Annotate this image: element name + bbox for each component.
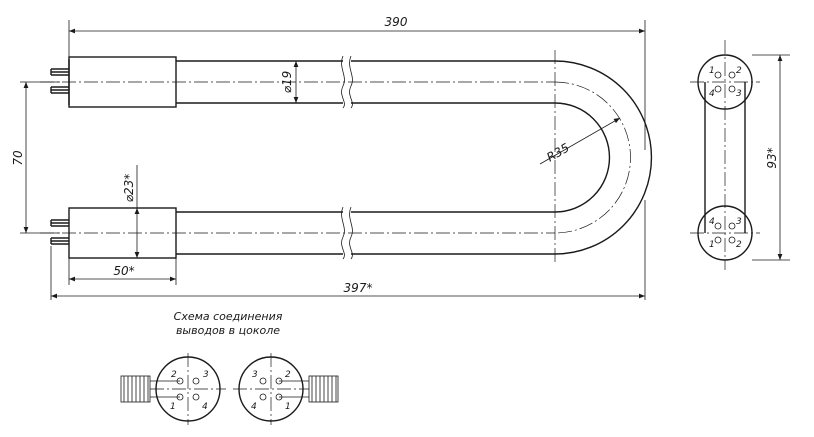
svg-text:2: 2 bbox=[736, 66, 742, 76]
dimension-pin-spacing-label: 70 bbox=[11, 150, 25, 166]
svg-text:1: 1 bbox=[285, 402, 291, 412]
svg-text:1: 1 bbox=[709, 240, 715, 250]
dimension-overall-top: 390 bbox=[68, 15, 646, 150]
svg-text:4: 4 bbox=[709, 217, 715, 227]
top-pins bbox=[50, 68, 69, 94]
connection-scheme: Схема соединения выводов в цоколе 2 3 1 … bbox=[120, 310, 339, 425]
svg-text:3: 3 bbox=[252, 370, 258, 380]
scheme-left-socket: 2 3 1 4 bbox=[120, 353, 226, 425]
left-filament-coil-icon bbox=[120, 375, 151, 403]
svg-text:1: 1 bbox=[170, 402, 176, 412]
dimension-tube-diameter-label: ⌀19 bbox=[280, 71, 294, 94]
svg-text:1: 1 bbox=[709, 66, 715, 76]
svg-text:4: 4 bbox=[251, 402, 257, 412]
scheme-caption-line2: выводов в цоколе bbox=[176, 324, 280, 337]
scheme-caption-line1: Схема соединения bbox=[174, 310, 283, 323]
svg-text:3: 3 bbox=[736, 89, 742, 99]
dimension-base-diameter-label: ⌀23* bbox=[122, 174, 136, 203]
svg-text:3: 3 bbox=[203, 370, 209, 380]
dimension-tube-diameter: ⌀19 bbox=[280, 61, 299, 103]
side-bottom-pins: 4 3 1 2 bbox=[709, 217, 742, 250]
top-tube bbox=[176, 55, 555, 109]
side-top-pins: 1 2 4 3 bbox=[709, 66, 742, 99]
dimension-base-diameter: ⌀23* bbox=[122, 165, 140, 258]
right-filament-coil-icon bbox=[308, 375, 339, 403]
dimension-base-length-label: 50* bbox=[113, 264, 134, 278]
bottom-tube bbox=[176, 206, 555, 260]
side-top-base-circle bbox=[697, 54, 753, 110]
svg-text:3: 3 bbox=[736, 217, 742, 227]
dimension-bend-radius: R35 bbox=[539, 117, 621, 165]
u-bend bbox=[554, 60, 653, 255]
svg-text:2: 2 bbox=[285, 370, 291, 380]
dimension-overall-top-label: 390 bbox=[385, 15, 408, 29]
svg-text:4: 4 bbox=[202, 402, 208, 412]
dimension-side-height: 93* bbox=[752, 54, 790, 261]
dimension-overall-bottom-label: 397* bbox=[344, 281, 373, 295]
scheme-right-socket: 3 2 4 1 bbox=[233, 353, 339, 425]
dimension-bend-radius-label: R35 bbox=[544, 141, 571, 165]
bottom-pins bbox=[50, 219, 69, 245]
front-view: 390 bbox=[11, 15, 653, 300]
svg-text:2: 2 bbox=[171, 370, 177, 380]
svg-text:4: 4 bbox=[709, 89, 715, 99]
dimension-overall-bottom: 397* bbox=[50, 200, 646, 300]
dimension-base-length: 50* bbox=[68, 258, 177, 285]
svg-text:2: 2 bbox=[736, 240, 742, 250]
side-view: 1 2 4 3 4 3 1 2 93* bbox=[690, 40, 790, 270]
dimension-side-height-label: 93* bbox=[765, 147, 779, 168]
side-bottom-base-circle bbox=[697, 205, 753, 261]
dimension-pin-spacing: 70 bbox=[11, 81, 60, 234]
